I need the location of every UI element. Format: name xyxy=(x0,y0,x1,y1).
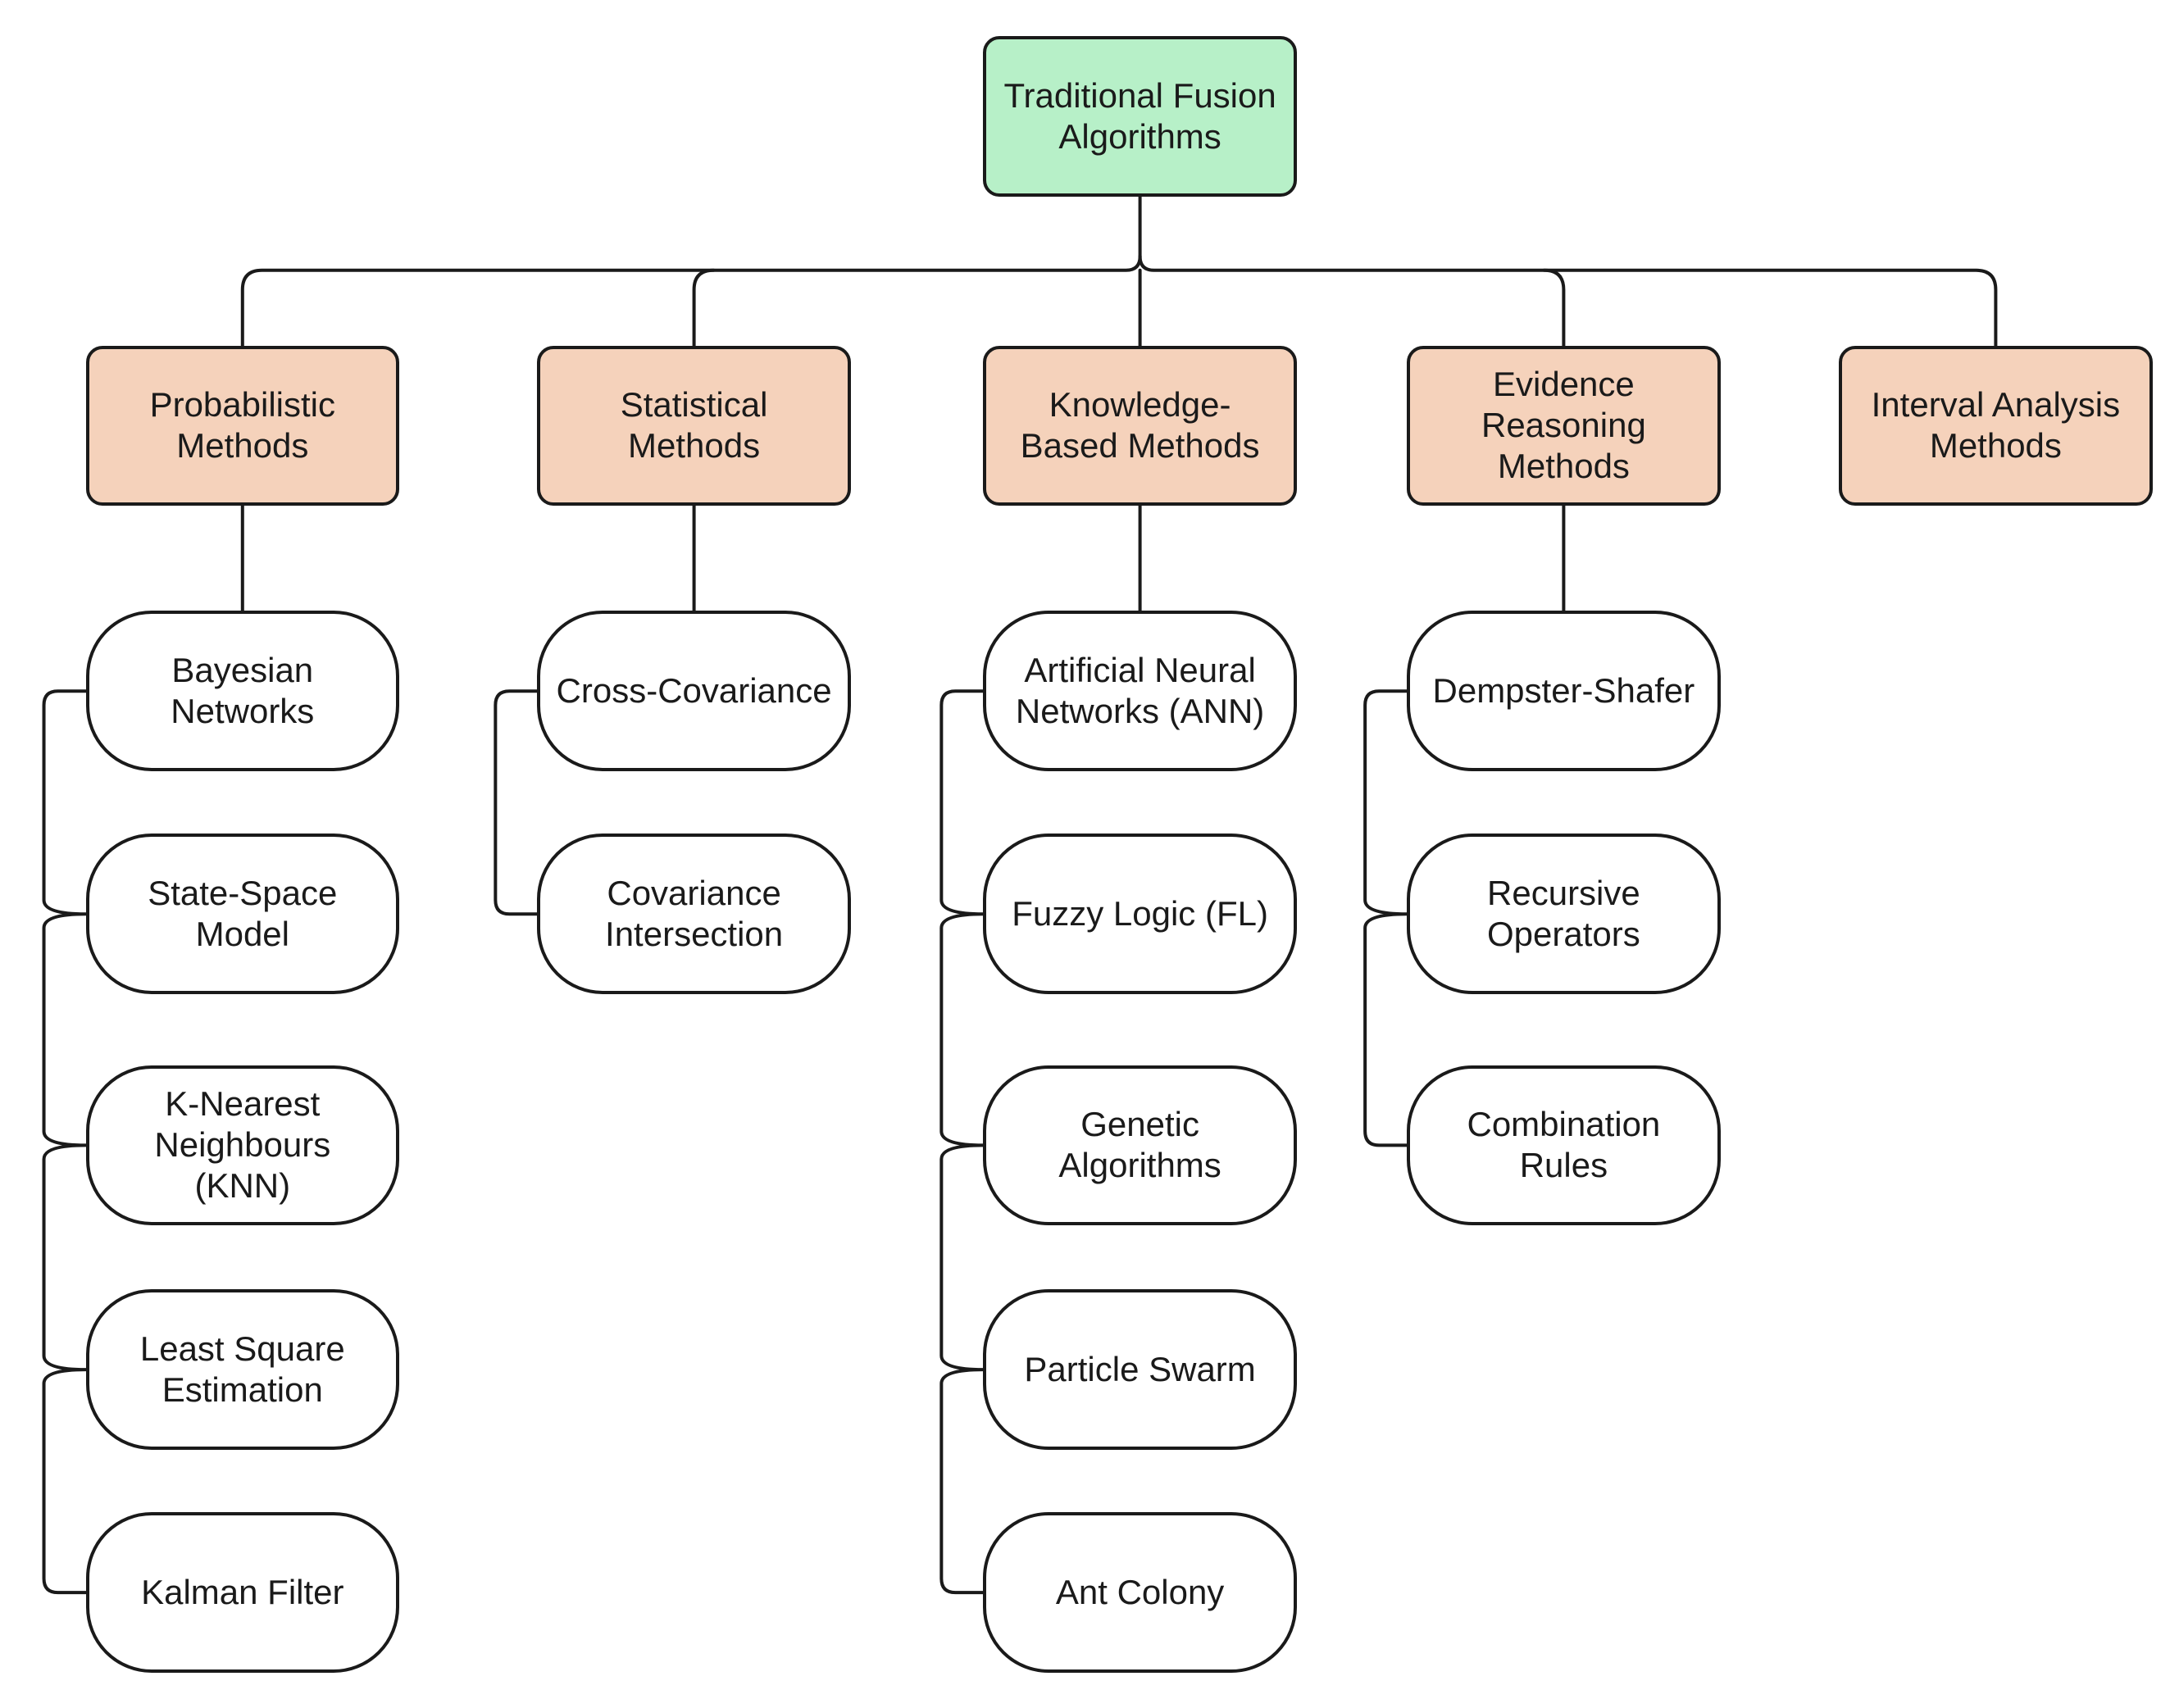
leaf-particle-swarm: Particle Swarm xyxy=(983,1289,1297,1450)
category-knowledge-based-methods: Knowledge- Based Methods xyxy=(983,345,1297,506)
category-probabilistic-methods: Probabilistic Methods xyxy=(85,345,400,506)
connector-bracket-1 xyxy=(494,689,539,916)
category-interval-analysis-methods: Interval Analysis Methods xyxy=(1839,345,2153,506)
connector-bus-drop-evidence xyxy=(1542,268,1566,348)
leaf-least-square-estimation: Least Square Estimation xyxy=(85,1289,400,1450)
category-evidence-reasoning-methods: Evidence Reasoning Methods xyxy=(1407,345,1721,506)
connector-bracket-3 xyxy=(1363,689,1409,1147)
leaf-covariance-intersection: Covariance Intersection xyxy=(537,834,851,994)
leaf-bayesian-networks: Bayesian Networks xyxy=(85,611,400,771)
connector-bus-left xyxy=(240,254,1142,348)
leaf-cross-covariance: Cross-Covariance xyxy=(537,611,851,771)
leaf-ant-colony: Ant Colony xyxy=(983,1512,1297,1673)
connector-bus-drop-statistical xyxy=(692,268,716,348)
connector-bracket-0 xyxy=(42,689,88,1595)
leaf-genetic-algorithms: Genetic Algorithms xyxy=(983,1065,1297,1226)
category-statistical-methods: Statistical Methods xyxy=(537,345,851,506)
connector-bus-right xyxy=(1138,254,1998,348)
leaf-state-space-model: State-Space Model xyxy=(85,834,400,994)
leaf-combination-rules: Combination Rules xyxy=(1407,1065,1721,1226)
leaf-artificial-neural-networks: Artificial Neural Networks (ANN) xyxy=(983,611,1297,771)
leaf-recursive-operators: Recursive Operators xyxy=(1407,834,1721,994)
root-node-traditional-fusion-algorithms: Traditional Fusion Algorithms xyxy=(983,36,1297,197)
leaf-kalman-filter: Kalman Filter xyxy=(85,1512,400,1673)
leaf-dempster-shafer: Dempster-Shafer xyxy=(1407,611,1721,771)
connector-bracket-2 xyxy=(939,689,985,1595)
leaf-k-nearest-neighbours: K-Nearest Neighbours (KNN) xyxy=(85,1065,400,1226)
leaf-fuzzy-logic: Fuzzy Logic (FL) xyxy=(983,834,1297,994)
